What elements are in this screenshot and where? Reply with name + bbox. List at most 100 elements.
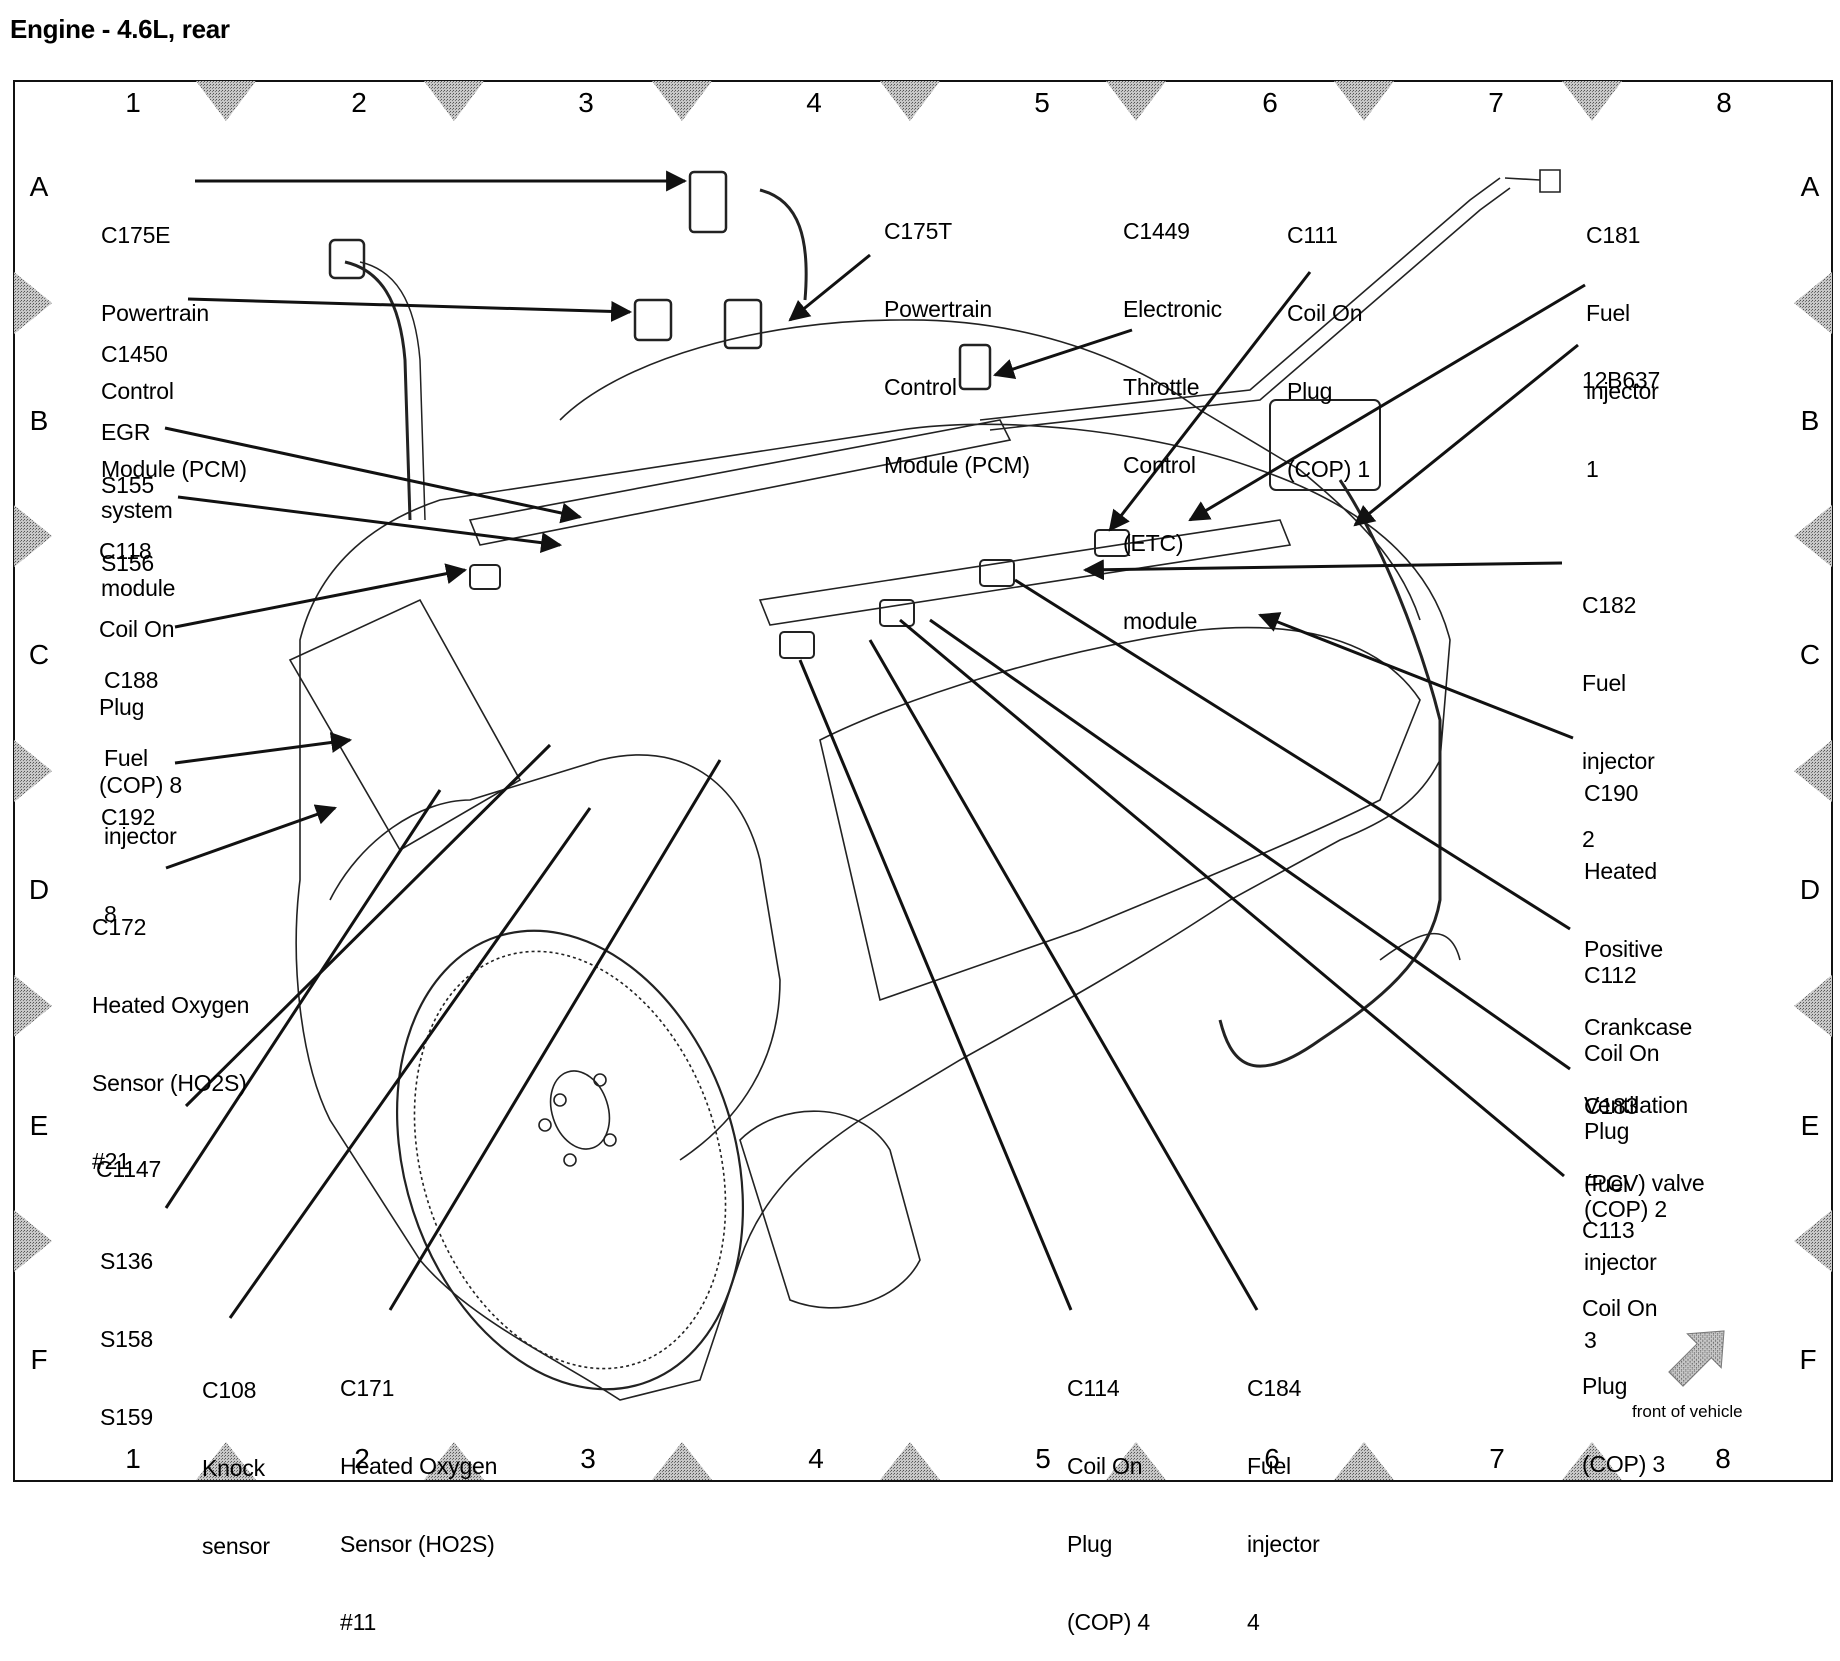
label-line: Sensor (HO2S) [92, 1070, 247, 1096]
label-c192: C192 [101, 752, 155, 856]
grid-col-bottom-2: 2 [354, 1443, 370, 1474]
fuel-rail-left [468, 419, 1012, 546]
label-c111: C111 Coil On Plug (COP) 1 [1287, 170, 1370, 508]
grid-marker [1106, 81, 1166, 121]
leader-c118 [177, 495, 563, 554]
front-of-vehicle-label: front of vehicle [1632, 1402, 1743, 1421]
grid-col-bottom-8: 8 [1715, 1443, 1731, 1474]
pcv-hose [1379, 932, 1461, 961]
fuel-line-tip [1504, 169, 1561, 193]
leader-c1147 [184, 743, 552, 1108]
grid-marker [424, 1442, 484, 1480]
grid-marker [196, 1442, 256, 1480]
grid-row-left-d: D [28, 874, 50, 905]
leader-c171 [388, 759, 722, 1311]
label-line: Plug [99, 694, 145, 720]
12b637-unit [1269, 399, 1381, 491]
grid-col-bottom-1: 1 [125, 1443, 141, 1474]
grid-col-top-8: 8 [1716, 87, 1732, 118]
flywheel [395, 929, 745, 1391]
label-line: Control [101, 378, 174, 404]
leader-c1450 [187, 297, 633, 322]
label-c1449: C1449 Electronic Throttle Control (ETC) … [1123, 166, 1222, 660]
grid-marker [196, 81, 256, 121]
right-fuel-line [979, 177, 1501, 421]
label-line: Plug [1584, 1118, 1630, 1144]
grid-marker [14, 272, 52, 334]
label-line: Module (PCM) [101, 456, 247, 482]
label-line: Control [1123, 452, 1196, 478]
grid-row-left-f: F [30, 1344, 48, 1375]
label-line: system [101, 497, 173, 523]
label-line: Coil On [1584, 1040, 1660, 1066]
label-line: C1147 [96, 1156, 162, 1182]
label-line: module [101, 575, 176, 601]
label-line: S156 [101, 550, 154, 576]
c1447-connector [328, 238, 366, 280]
label-line: C112 [1584, 962, 1637, 988]
label-line: Knock [202, 1455, 265, 1481]
label-line: (COP) 3 [1582, 1451, 1665, 1477]
label-line: injector [1586, 378, 1659, 404]
label-line: Throttle [1123, 374, 1200, 400]
flywheel-inner [413, 950, 727, 1370]
grid-marker [1562, 81, 1622, 121]
grid-marker [1334, 1442, 1394, 1480]
leader-lines [164, 170, 1586, 1319]
grid-col-bottom-3: 3 [580, 1443, 596, 1474]
label-s136: S136 S158 S159 [100, 1196, 153, 1456]
label-s155: S155 S156 [101, 420, 154, 602]
grid-row-left-c: C [28, 639, 50, 670]
timing-cover [329, 754, 781, 1161]
leader-c192 [174, 732, 353, 765]
label-line: #21 [92, 1148, 130, 1174]
label-line: C118 [99, 538, 152, 564]
label-line: C183 [1584, 1093, 1639, 1119]
grid-col-top-5: 5 [1034, 87, 1050, 118]
leader-c175t [788, 253, 871, 322]
pcm-connector-e [688, 170, 728, 234]
label-line: Crankcase [1584, 1014, 1693, 1040]
label-line: (COP) 1 [1287, 456, 1370, 482]
label-c184: C184 Fuel injector 4 [1247, 1323, 1320, 1661]
label-line: C192 [101, 804, 156, 830]
label-line: S159 [100, 1404, 153, 1430]
label-line: Fuel [1584, 1171, 1628, 1197]
leader-c184 [868, 639, 1259, 1311]
label-line: C172 [92, 914, 147, 940]
fuel-rail-right [758, 519, 1292, 626]
flywheel-bolt [603, 1133, 617, 1147]
grid-marker [880, 1442, 940, 1480]
diagram-title: Engine - 4.6L, rear [10, 14, 230, 44]
label-line: C182 [1582, 592, 1637, 618]
grid-markers-right [1794, 272, 1832, 1272]
grid-marker [1794, 505, 1832, 567]
label-line: Ventilation [1584, 1092, 1688, 1118]
right-harness [1218, 479, 1442, 1068]
label-c175e: C175E Powertrain Control Module (PCM) [101, 170, 247, 508]
exhaust-side-left [288, 598, 522, 852]
cop8-connector [469, 564, 501, 590]
label-line: Control [884, 374, 957, 400]
label-line: Heated [1584, 858, 1657, 884]
grid-marker [424, 81, 484, 121]
label-line: module [1123, 608, 1198, 634]
label-line: Module (PCM) [884, 452, 1030, 478]
grid-row-left-b: B [29, 405, 49, 436]
label-line: Coil On [1582, 1295, 1658, 1321]
grid-marker [1794, 975, 1832, 1037]
label-line: C108 [202, 1377, 257, 1403]
label-c188: C188 Fuel injector 8 [104, 615, 177, 953]
label-line: 12B637 [1582, 367, 1661, 393]
label-line: C175E [101, 222, 171, 248]
grid-row-right-f: F [1799, 1344, 1817, 1375]
label-c182: C182 Fuel injector 2 [1582, 540, 1655, 878]
grid-col-top-4: 4 [806, 87, 822, 118]
leader-c114 [798, 659, 1073, 1311]
etc-connector [958, 343, 992, 391]
label-line: S158 [100, 1326, 153, 1352]
label-line: Plug [1067, 1531, 1113, 1557]
label-line: Plug [1582, 1373, 1628, 1399]
label-line: EGR [101, 419, 151, 445]
label-c175t: C175T Powertrain Control Module (PCM) [884, 166, 1030, 504]
